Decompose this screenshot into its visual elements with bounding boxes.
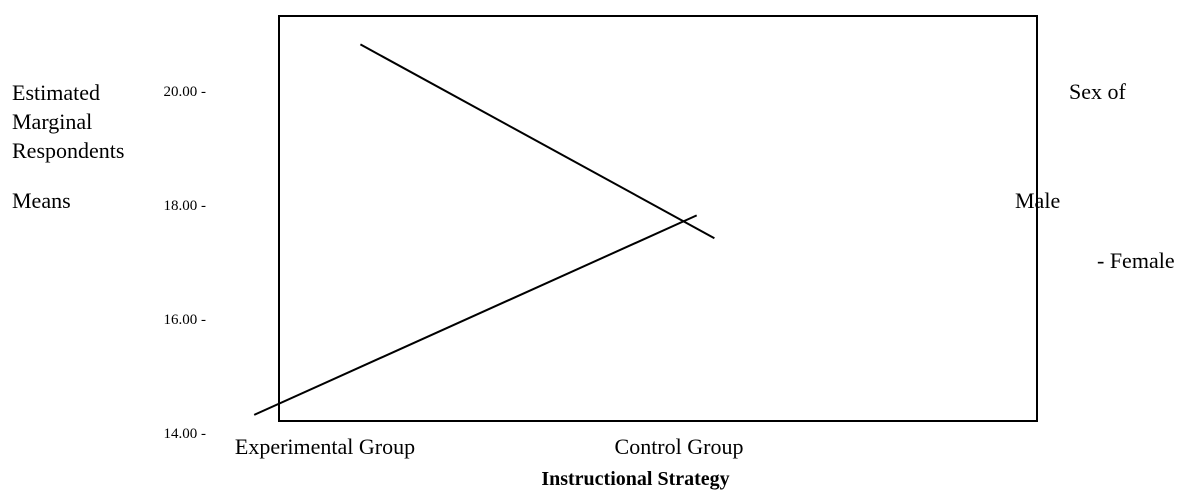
y-tick-label: 14.00 -	[164, 426, 207, 442]
series-line-female	[253, 214, 698, 416]
ylabel-line-4: Means	[12, 188, 71, 213]
ylabel-line-1: Estimated	[12, 80, 100, 105]
x-tick-label: Control Group	[615, 434, 744, 459]
ylabel-line-2: Marginal	[12, 109, 93, 134]
series-line-male	[359, 43, 715, 240]
legend-entry-male: Male	[1015, 188, 1061, 213]
y-tick-label: 18.00 -	[164, 198, 207, 214]
y-tick-label: 20.00 -	[164, 84, 207, 100]
ylabel-line-3: Respondents	[12, 138, 125, 163]
x-axis-title: Instructional Strategy	[541, 468, 730, 490]
legend-entry-female: - Female	[1097, 248, 1175, 273]
y-tick-label: 16.00 -	[164, 312, 207, 328]
plot-frame	[278, 15, 1038, 422]
x-tick-label: Experimental Group	[235, 434, 415, 459]
legend-title: Sex of	[1069, 79, 1126, 104]
